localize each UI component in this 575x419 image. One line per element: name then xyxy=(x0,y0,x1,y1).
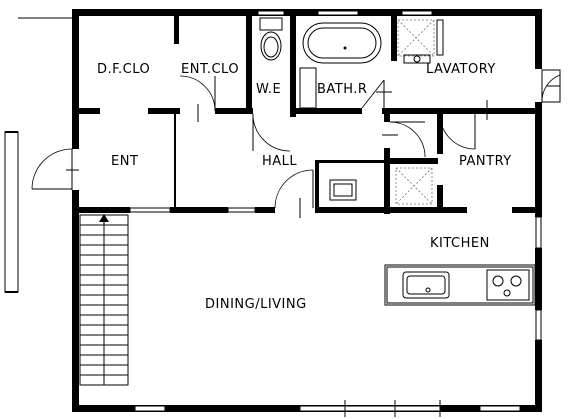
pantry-door xyxy=(439,100,488,150)
living-door xyxy=(274,169,314,218)
window-living-right xyxy=(479,405,521,412)
room-label-bathr: BATH.R xyxy=(317,82,367,97)
toilet xyxy=(259,17,283,61)
room-label-entclo: ENT.CLO xyxy=(181,62,239,77)
room-label-kitchen: KITCHEN xyxy=(430,236,490,251)
lavatory-sink xyxy=(403,54,431,64)
window-kitchen-upper xyxy=(535,216,542,249)
window-lavatory xyxy=(401,10,433,16)
window-living-mid xyxy=(299,400,441,417)
room-labels: D.F.CLO ENT.CLO W.E BATH.R LAVATORY ENT … xyxy=(97,62,512,312)
bathtub xyxy=(302,22,382,64)
kitchen-counter xyxy=(384,264,536,306)
room-label-dining: DINING/LIVING xyxy=(205,297,307,312)
hall-washbasin xyxy=(329,179,357,201)
staircase xyxy=(79,214,129,386)
windows xyxy=(129,10,542,417)
fixtures xyxy=(79,17,536,386)
interior-walls xyxy=(72,9,542,214)
lavatory-bath-door xyxy=(361,79,392,109)
room-label-dfclo: D.F.CLO xyxy=(97,62,150,77)
room-label-ent: ENT xyxy=(111,154,138,169)
washing-machine xyxy=(397,19,435,57)
room-label-hall: HALL xyxy=(262,154,297,169)
window-living-left xyxy=(134,405,166,412)
entrance-door xyxy=(31,148,79,190)
terrace xyxy=(4,17,75,293)
bath-door xyxy=(382,121,426,158)
room-label-lavatory: LAVATORY xyxy=(426,62,496,77)
window-kitchen-lower xyxy=(535,309,542,341)
window-we xyxy=(257,10,285,16)
exterior-door xyxy=(541,69,561,103)
room-label-we: W.E xyxy=(256,82,281,97)
doors xyxy=(31,69,561,218)
room-label-pantry: PANTRY xyxy=(459,154,512,169)
storage-box xyxy=(395,167,433,205)
we-door xyxy=(252,113,291,152)
window-bath xyxy=(317,10,359,16)
